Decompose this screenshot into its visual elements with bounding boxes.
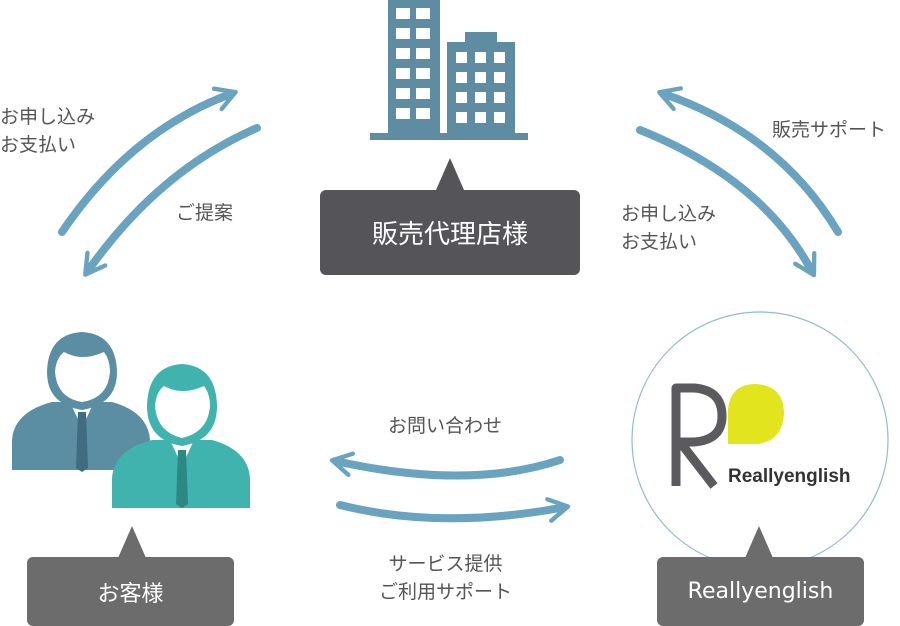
customer-box: お客様 <box>27 557 234 626</box>
label-support-line: ご利用サポート <box>379 581 513 603</box>
label-apply-line: お申し込み <box>621 203 717 225</box>
arrow-re-to-agency <box>657 86 842 236</box>
arrow-customer-to-re <box>336 497 571 523</box>
building-icon <box>370 0 528 140</box>
label-apply-line: お申し込み <box>0 106 96 128</box>
label-sales-support: 販売サポート <box>772 119 887 141</box>
customer-box-pointer <box>118 526 146 558</box>
label-service-line: サービス提供 <box>388 553 503 575</box>
arrow-customer-to-agency <box>58 86 238 236</box>
arrow-re-to-customer <box>329 451 564 480</box>
label-service: サービス提供 ご利用サポート <box>379 550 512 606</box>
label-agency-apply: お申し込み お支払い <box>621 200 716 256</box>
arrow-agency-to-re <box>636 126 817 278</box>
agency-box: 販売代理店様 <box>320 190 580 275</box>
label-payment-line: お支払い <box>621 231 698 253</box>
label-payment-line: お支払い <box>0 134 77 156</box>
label-inquiry: お問い合わせ <box>388 415 503 437</box>
reallyenglish-box: Reallyenglish <box>657 557 864 626</box>
label-proposal: ご提案 <box>176 202 234 224</box>
reallyenglish-box-pointer <box>745 526 773 558</box>
reallyenglish-logo-icon <box>671 383 784 489</box>
label-customer-apply: お申し込み お支払い <box>0 103 95 159</box>
customer-people-icon <box>12 332 250 508</box>
agency-box-pointer <box>436 158 464 190</box>
logo-wordmark: Reallyenglish <box>728 466 851 487</box>
arrow-agency-to-customer <box>83 124 261 277</box>
